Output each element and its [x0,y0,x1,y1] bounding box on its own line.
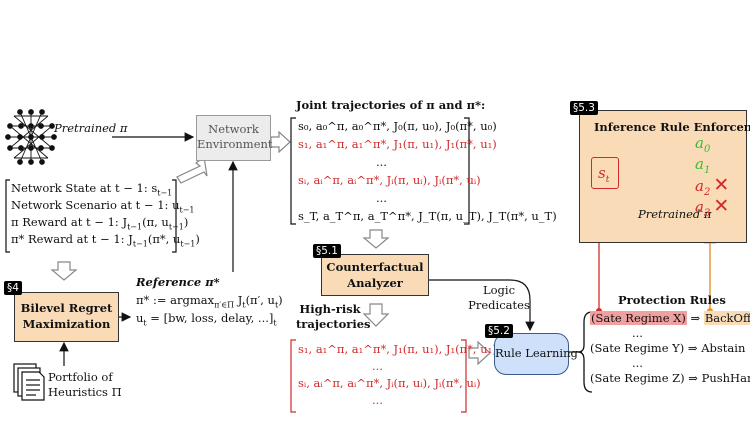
protection-rule: (Sate Regime X) ⇒ BackOff [590,311,750,325]
state-line-3: π Reward at t − 1: Jt−1(π, ut−1) [11,215,189,232]
logic-predicates-line1: Logic [482,283,516,297]
block-arrow-state-to-bilevel [50,261,78,281]
high-risk-title-1: High-risk [299,302,361,316]
block-arrow-highrisk-to-rule [468,340,491,366]
inference-rule-box: Inference Rule Enforcement st Pretrained… [579,110,750,243]
bilevel-regret-box: Bilevel Regret Maximization [14,292,119,342]
counterfactual-analyzer-box: Counterfactual Analyzer [321,254,429,296]
state-input-box: st [591,157,619,189]
action-2: a2✕ [695,174,730,199]
protection-rule: ... [632,356,643,370]
block-arrow-analyzer-to-highrisk [362,303,390,327]
bilevel-line2: Maximization [22,317,111,331]
protection-rule: (Sate Regime Y) ⇒ Abstain [590,341,746,355]
high-risk-title-2: trajectories [296,317,371,331]
block-arrow-env-to-joint [270,130,291,154]
state-line-2: Network Scenario at t − 1: ut−1 [11,198,195,215]
portfolio-line1: Portfolio of [48,370,113,384]
cross-icon: ✕ [713,174,730,196]
network-env-line2: Environment [197,137,273,151]
documents-icon [13,363,45,401]
protection-rule: (Sate Regime Z) ⇒ PushHarder [590,371,750,385]
state-line-4: π* Reward at t − 1: Jt−1(π*, ut−1) [11,232,200,249]
arrow-analyzer-to-rule-learning [428,279,535,332]
section-tag-5-1: §5.1 [313,244,341,258]
state-symbol: st [598,164,610,185]
portfolio-line2: Heuristics Π [48,385,122,399]
state-line-1: Network State at t − 1: st−1 [11,181,173,198]
inference-pretrained-label: Pretrained π [638,207,712,221]
rule-learning-box: Rule Learning [494,333,578,375]
neural-net-icon [5,109,57,165]
cross-icon: ✕ [713,195,730,217]
joint-trajectory-row: s₀, a₀^π, a₀^π*, J₀(π, u₀), J₀(π*, u₀) [298,119,497,133]
high-risk-row: ... [372,359,383,373]
joint-trajectory-row: ... [376,191,387,205]
rule-learning-label: Rule Learning [495,346,578,360]
block-arrow-joint-to-analyzer [362,229,390,249]
section-tag-5-2: §5.2 [485,324,513,338]
action-3: a3✕ [695,195,730,220]
action-0: a0 [695,134,711,156]
counterfactual-line2: Analyzer [347,276,403,290]
reference-definition: π* := argmaxπ′∈Π Jt(π′, ut) [136,293,283,310]
joint-trajectory-row: s₁, a₁^π, a₁^π*, J₁(π, u₁), J₁(π*, u₁) [298,137,497,151]
pretrained-label: Pretrained π [54,121,128,135]
reference-title: Reference π* [136,275,220,289]
bilevel-line1: Bilevel Regret [20,301,113,315]
inference-title: Inference Rule Enforcement [594,120,750,134]
high-risk-row: s₁, a₁^π, a₁^π*, J₁(π, u₁), J₁(π*, u₁) [298,342,497,356]
reference-scenario: ut = [bw, loss, delay, ...]t [136,311,277,328]
high-risk-row: ... [372,393,383,407]
logic-predicates-line2: Predicates [468,298,530,312]
protection-rule: ... [632,326,643,340]
action-1: a1 [695,155,711,177]
joint-trajectory-row: sᵢ, aᵢ^π, aᵢ^π*, Jᵢ(π, uᵢ), Jᵢ(π*, uᵢ) [298,173,481,187]
joint-trajectory-row: s_T, a_T^π, a_T^π*, J_T(π, u_T), J_T(π*,… [298,209,557,223]
high-risk-row: sᵢ, aᵢ^π, aᵢ^π*, Jᵢ(π, uᵢ), Jᵢ(π*, uᵢ) [298,376,481,390]
network-environment-box: Network Environment [196,115,273,161]
protection-rules-title: Protection Rules [618,293,726,307]
joint-trajectories-title: Joint trajectories of π and π*: [296,98,486,112]
joint-trajectory-row: ... [376,155,387,169]
section-tag-5-3: §5.3 [570,101,598,115]
section-tag-4: §4 [4,281,22,295]
counterfactual-line1: Counterfactual [326,260,424,274]
block-arrow-env-to-state [176,155,208,184]
network-env-line1: Network [208,122,259,136]
protection-brace [577,311,593,393]
